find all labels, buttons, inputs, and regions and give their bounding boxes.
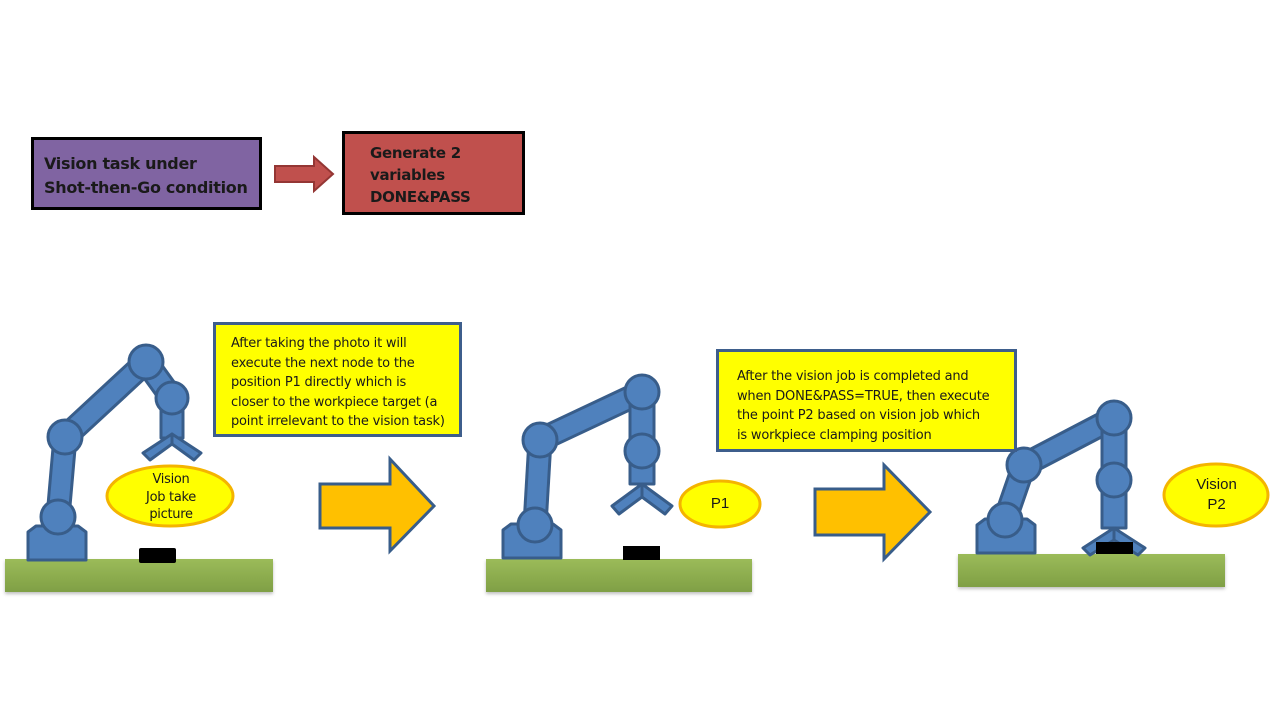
vision-job-label: Vision Job take picture [107, 471, 235, 524]
p1-callout [678, 479, 762, 529]
work-table [958, 554, 1225, 587]
robot-arm-icon [26, 343, 203, 562]
callout-line: picture [149, 507, 193, 522]
note-line: After taking the photo it will [231, 336, 407, 351]
note-after-photo: After taking the photo it will execute t… [213, 322, 462, 437]
note-line: execute the next node to the [231, 355, 415, 371]
note-line: the point P2 based on vision job which [737, 408, 980, 423]
vars-box-line: DONE&PASS [370, 188, 471, 206]
workpiece [1096, 542, 1133, 554]
work-table [5, 559, 273, 592]
callout-line: Vision [1196, 476, 1237, 493]
vision-task-box: Vision task under Shot-then-Go condition [31, 137, 262, 210]
robot-arm-icon [975, 399, 1147, 557]
task-box-line: Shot-then-Go condition [44, 178, 248, 197]
vars-box-line: variables [370, 166, 445, 184]
vision-p2-callout [1162, 462, 1270, 528]
callout-line: Vision [152, 472, 190, 487]
note-after-vision-job: After the vision job is completed and wh… [716, 349, 1017, 452]
stage-move-p2 [958, 399, 1270, 587]
callout-line: P1 [710, 495, 730, 512]
task-box-line: Vision task under [44, 154, 197, 173]
stage-move-p1 [486, 373, 762, 592]
callout-line: P2 [1207, 496, 1226, 513]
note-line: After the vision job is completed and [737, 369, 969, 384]
vision-p2-label: Vision P2 [1163, 475, 1270, 515]
workpiece [139, 548, 176, 563]
stage-arrow-icon [813, 461, 933, 563]
vars-box-line: Generate 2 [370, 144, 461, 162]
note-line: is workpiece clamping position [737, 427, 932, 443]
stage-take-picture [5, 343, 273, 592]
stage-arrow-icon [318, 455, 437, 555]
generate-variables-box: Generate 2 variables DONE&PASS [342, 131, 525, 215]
note-line: point irrelevant to the vision task) [231, 414, 445, 429]
work-table [486, 559, 752, 592]
callout-line: Job take [146, 489, 196, 505]
note-line: closer to the workpiece target (a [231, 394, 438, 410]
vision-job-callout [105, 464, 235, 528]
p1-label: P1 [680, 495, 760, 513]
workpiece [623, 546, 660, 560]
arrow-right-icon [274, 154, 335, 194]
note-line: when DONE&PASS=TRUE, then execute [737, 388, 990, 404]
note-line: position P1 directly which is [231, 375, 407, 390]
robot-arm-icon [501, 373, 674, 560]
